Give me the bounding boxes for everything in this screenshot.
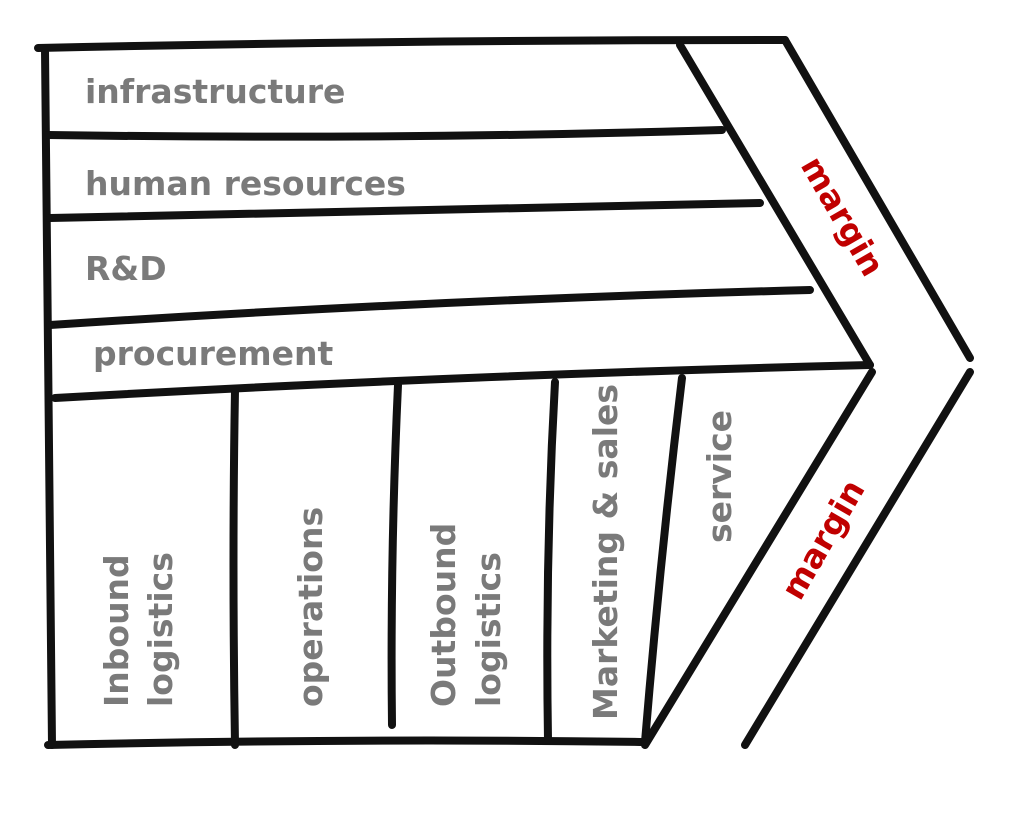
divider-1 (44, 126, 726, 141)
label-marketing-sales: Marketing & sales (586, 384, 625, 720)
divider-2 (46, 199, 764, 222)
label-procurement: procurement (93, 334, 334, 373)
outer-top-line (34, 36, 789, 52)
column-divider-2 (387, 381, 402, 729)
arrow-inner-top (676, 41, 874, 369)
arrow-outer-bottom (741, 368, 974, 749)
arrow-outer-top (781, 36, 974, 362)
column-divider-1 (229, 386, 239, 749)
outer-bottom-line (44, 736, 649, 749)
label-operations: operations (291, 507, 330, 707)
label-margin-bottom: margin (773, 473, 872, 606)
outer-left-line (41, 46, 56, 749)
label-inbound-logistics: logistics (141, 552, 180, 707)
divider-3 (46, 286, 814, 329)
label-service: service (700, 410, 739, 543)
label-infrastructure: infrastructure (85, 72, 345, 111)
label-outbound-logistics: logistics (469, 552, 508, 707)
label-outbound: Outbound (424, 523, 463, 707)
column-divider-3 (543, 378, 559, 744)
column-divider-4 (641, 374, 686, 746)
arrow-inner-bottom (641, 368, 876, 749)
label-human-resources: human resources (85, 164, 406, 203)
label-rnd: R&D (85, 249, 167, 288)
outline (34, 36, 974, 749)
label-inbound: Inbound (97, 554, 136, 707)
divider-4 (51, 361, 874, 402)
